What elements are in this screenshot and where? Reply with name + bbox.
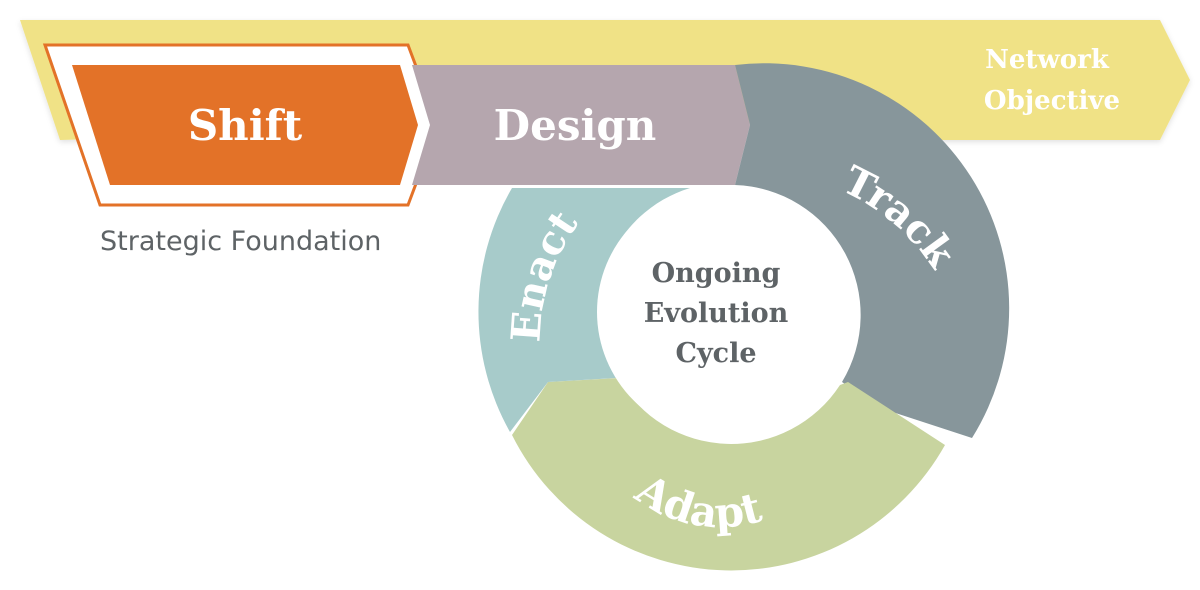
center-line-1: Ongoing — [652, 258, 781, 289]
shift-label: Shift — [188, 101, 303, 150]
cycle-center — [597, 187, 847, 437]
center-line-3: Cycle — [675, 338, 756, 369]
adapt-segment — [512, 378, 945, 571]
enact-segment — [478, 188, 690, 432]
center-line-2: Evolution — [644, 298, 789, 329]
track-segment — [735, 63, 1010, 439]
network-objective-label: Network — [985, 45, 1110, 75]
strategic-foundation-caption: Strategic Foundation — [100, 226, 381, 257]
network-objective-label-line2: Objective — [984, 86, 1120, 116]
shift-chevron — [72, 65, 418, 185]
design-chevron — [412, 65, 750, 185]
design-label: Design — [494, 101, 657, 150]
